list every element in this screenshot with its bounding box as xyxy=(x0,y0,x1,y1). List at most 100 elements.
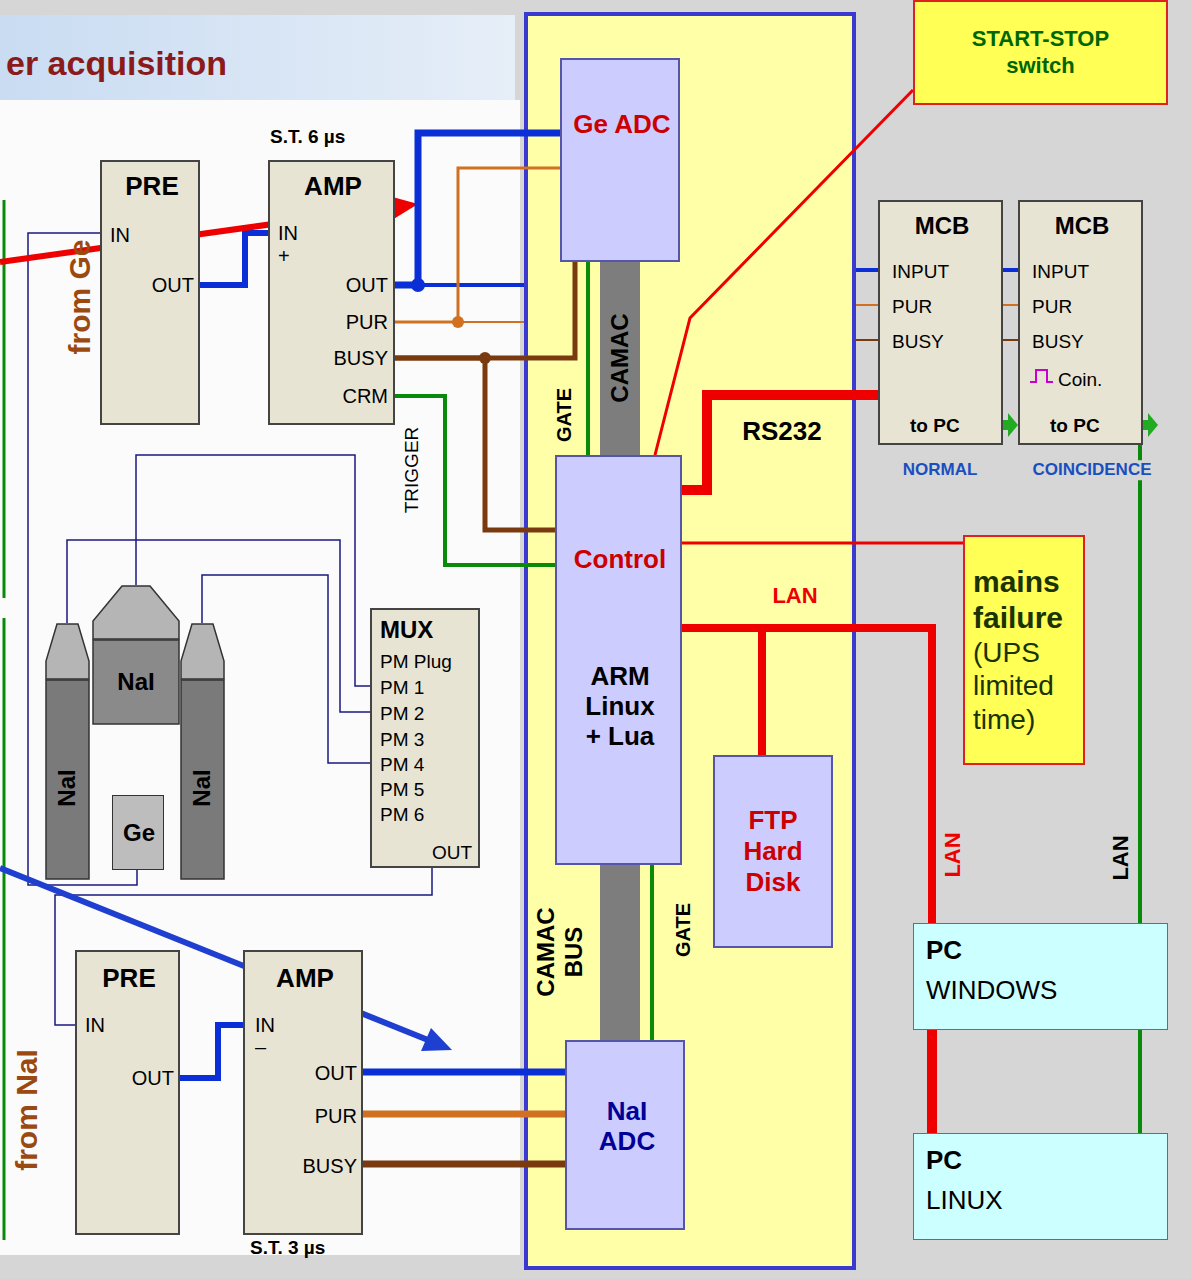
signal-label: GATE xyxy=(553,388,576,442)
mcb-box: MCBINPUTPURBUSYto PC xyxy=(878,200,1003,445)
node-text: NaI ADC xyxy=(577,1097,677,1157)
shape-holder xyxy=(92,585,180,729)
preamp-box: PREINOUT xyxy=(100,160,200,425)
signal-label: from Ge xyxy=(63,239,98,354)
node-text: START-STOP switch xyxy=(971,26,1111,79)
node-text: (UPS limited time) xyxy=(973,636,1079,737)
signal-wire xyxy=(202,575,370,763)
detector-shape xyxy=(92,585,180,725)
signal-wire xyxy=(927,1030,937,1133)
node-text: to PC xyxy=(910,415,960,437)
signal-wire xyxy=(363,1111,565,1118)
title-band xyxy=(0,15,515,110)
node-text: IN xyxy=(255,1014,275,1037)
signal-wire xyxy=(600,865,640,1040)
adc-module: Ge ADC xyxy=(560,58,680,262)
node-text: PC xyxy=(926,936,962,966)
mux-box: MUXPM PlugPM 1PM 2PM 3PM 4PM 5PM 6OUT xyxy=(370,608,480,868)
node-text: OUT xyxy=(346,274,388,297)
signal-wire xyxy=(180,1025,243,1078)
signal-wire xyxy=(363,1161,565,1168)
signal-wire xyxy=(200,233,268,285)
node-text: IN xyxy=(110,224,130,247)
node-text: OUT xyxy=(432,842,472,864)
nai-detector: NaI xyxy=(45,623,90,880)
node-text: PUR xyxy=(892,296,932,318)
node-text: PUR xyxy=(1032,296,1072,318)
node-text: PUR xyxy=(346,311,388,334)
signal-wire xyxy=(395,358,555,530)
node-text: – xyxy=(255,1036,266,1059)
adc-module: NaI ADC xyxy=(565,1040,685,1230)
signal-label: GATE xyxy=(672,903,695,957)
mcb-box: MCBINPUTPURBUSYCoin.to PC xyxy=(1018,200,1143,445)
to-pc-arrow xyxy=(1008,413,1018,437)
node-text: BUSY xyxy=(334,347,388,370)
node-text: ARM Linux + Lua xyxy=(580,662,660,752)
node-text: Ge xyxy=(123,819,155,847)
node-text: AMP xyxy=(304,172,362,202)
signal-wire xyxy=(363,1069,565,1076)
frame-line xyxy=(3,618,6,1240)
signal-wire xyxy=(395,396,555,565)
signal-label: S.T. 6 µs xyxy=(270,126,345,148)
disk-box: FTP Hard Disk xyxy=(713,755,833,948)
node-text: FTP Hard Disk xyxy=(738,805,808,899)
preamp-box: PREINOUT xyxy=(75,950,180,1235)
node-text: INPUT xyxy=(892,261,949,283)
signal-label: COINCIDENCE xyxy=(1029,460,1154,480)
node-text: AMP xyxy=(276,964,334,994)
control-module: ControlARM Linux + Lua xyxy=(555,455,682,865)
to-pc-arrow xyxy=(1148,413,1158,437)
signal-wire xyxy=(395,168,560,322)
node-text: PM 1 xyxy=(380,677,424,699)
pointer-arrowhead xyxy=(421,1028,452,1051)
edge-label: RS232 xyxy=(742,417,822,447)
node-text: INPUT xyxy=(1032,261,1089,283)
node-text: OUT xyxy=(132,1067,174,1090)
node-text: OUT xyxy=(152,274,194,297)
gate-line xyxy=(586,262,590,455)
shape-holder xyxy=(1020,202,1145,451)
signal-wire xyxy=(682,628,762,755)
signal-label: NORMAL xyxy=(903,460,978,480)
node-text: MCB xyxy=(1055,212,1110,240)
node-text: IN xyxy=(85,1014,105,1037)
edge-label: CAMAC BUS xyxy=(532,902,587,1002)
node-text: Control xyxy=(574,545,666,575)
node-text: PM 3 xyxy=(380,729,424,751)
ge-detector: Ge xyxy=(112,795,164,870)
title: er acquisition xyxy=(6,44,227,83)
node-text: BUSY xyxy=(892,331,944,353)
signal-label: from NaI xyxy=(10,1049,45,1171)
node-text: PM 6 xyxy=(380,804,424,826)
node-text: PM 4 xyxy=(380,754,424,776)
nai-detector: NaI xyxy=(92,585,180,725)
switch-box: START-STOP switch xyxy=(913,0,1168,105)
node-text: PC xyxy=(926,1146,962,1176)
node-text: NaI xyxy=(117,668,154,696)
white-panel xyxy=(0,100,520,1255)
node-text: PUR xyxy=(315,1105,357,1128)
signal-label: LAN xyxy=(940,832,965,877)
shape-holder xyxy=(180,623,225,884)
edge-label: LAN xyxy=(1108,835,1133,880)
node-text: OUT xyxy=(315,1062,357,1085)
node-text: NaI xyxy=(188,769,216,806)
detector-shape xyxy=(45,623,90,880)
signal-wire xyxy=(682,542,963,545)
node-text: PM 2 xyxy=(380,703,424,725)
gate-line xyxy=(650,865,654,1040)
signal-wire xyxy=(395,133,560,285)
pc-box: PCLINUX xyxy=(913,1133,1168,1240)
pc-box: PCWINDOWS xyxy=(913,923,1168,1030)
detector-shape xyxy=(180,623,225,880)
node-text: IN xyxy=(278,222,298,245)
node-text: mains failure xyxy=(973,564,1079,636)
nai-detector: NaI xyxy=(180,623,225,880)
shape-holder xyxy=(45,623,90,884)
edge-label: LAN xyxy=(772,583,817,608)
node-text: NaI xyxy=(53,769,81,806)
node-text: CRM xyxy=(342,385,388,408)
node-text: to PC xyxy=(1050,415,1100,437)
